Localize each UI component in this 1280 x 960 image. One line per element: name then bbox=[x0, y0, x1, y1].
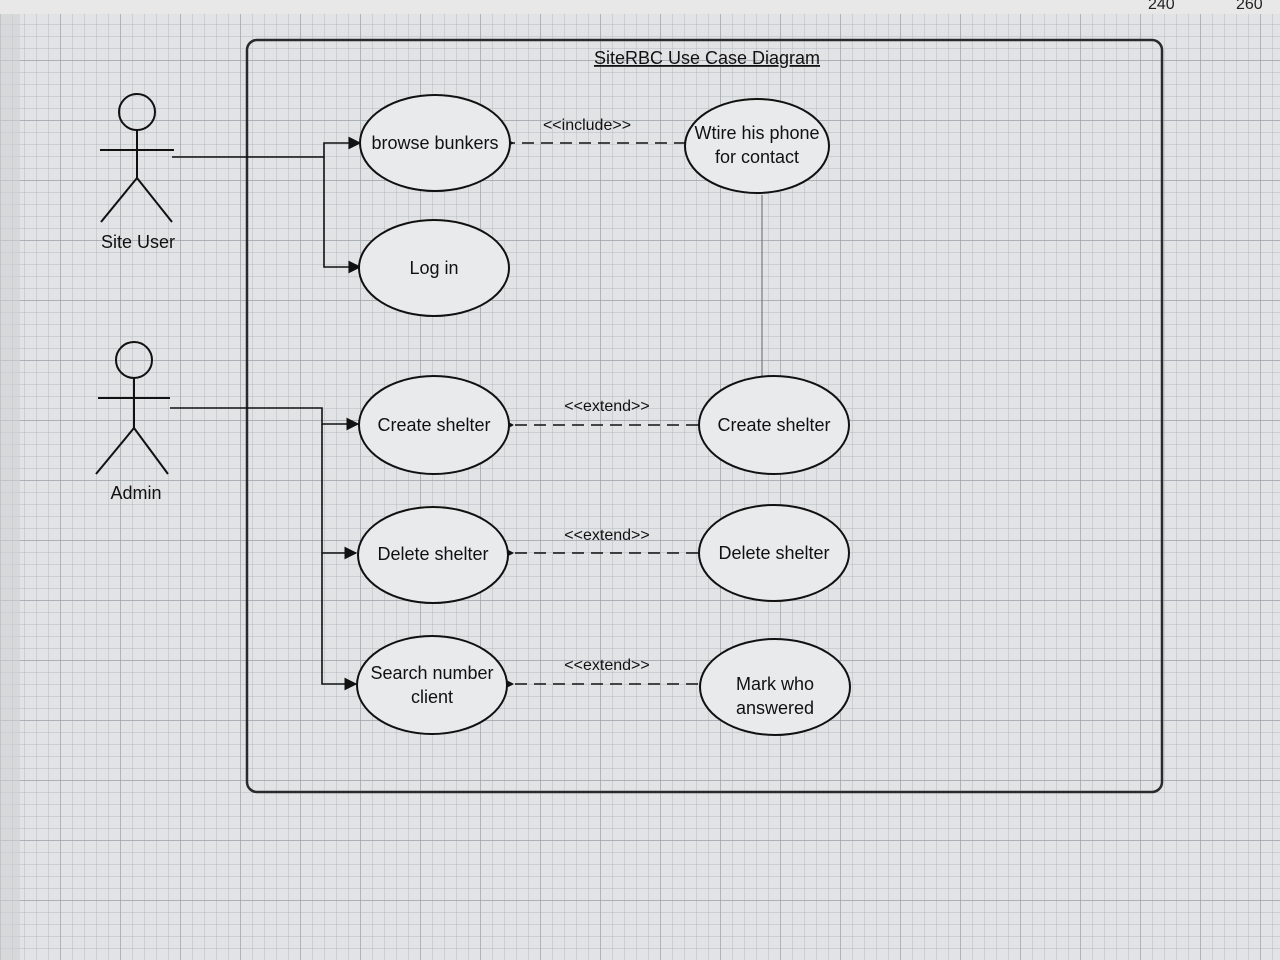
relation-label-extend-search: <<extend>> bbox=[564, 657, 649, 674]
use-case-create-shelter[interactable] bbox=[358, 375, 510, 475]
ruler-tick-260: 260 bbox=[1236, 0, 1263, 13]
use-case-log-in[interactable] bbox=[358, 219, 510, 317]
dependency-lines bbox=[512, 143, 698, 684]
use-case-label: Mark who bbox=[736, 674, 814, 694]
use-case-label: Delete shelter bbox=[718, 543, 829, 563]
use-case-label: Log in bbox=[409, 258, 458, 278]
actor-leg-right bbox=[133, 427, 169, 475]
association-line bbox=[323, 157, 362, 274]
actor-site-user[interactable] bbox=[100, 93, 174, 223]
association-line bbox=[170, 407, 360, 431]
use-case-search-number[interactable] bbox=[356, 635, 508, 735]
use-case-label: Search number bbox=[370, 663, 493, 683]
use-case-write-phone[interactable] bbox=[684, 98, 830, 194]
relation-label-include: <<include>> bbox=[543, 117, 631, 134]
use-case-label: Create shelter bbox=[377, 415, 490, 435]
ruler-tick-240: 240 bbox=[1148, 0, 1175, 13]
diagram-title: SiteRBC Use Case Diagram bbox=[594, 48, 820, 68]
relation-label-extend-create: <<extend>> bbox=[564, 398, 649, 415]
association-site-user bbox=[172, 136, 362, 274]
screen-vignette-left bbox=[0, 0, 20, 960]
use-case-label: client bbox=[411, 687, 453, 707]
association-line bbox=[321, 553, 358, 691]
use-case-create-shelter-ext[interactable] bbox=[698, 375, 850, 475]
actor-leg-left bbox=[95, 427, 135, 475]
use-case-label: browse bunkers bbox=[371, 133, 498, 153]
use-case-label: Create shelter bbox=[717, 415, 830, 435]
use-case-label: answered bbox=[736, 698, 814, 718]
actor-leg-right bbox=[136, 177, 173, 223]
system-boundary[interactable] bbox=[245, 38, 1164, 794]
relation-label-extend-delete: <<extend>> bbox=[564, 527, 649, 544]
use-case-delete-shelter-ext[interactable] bbox=[698, 504, 850, 602]
top-ruler bbox=[0, 0, 1280, 14]
use-case-mark-who[interactable] bbox=[699, 638, 851, 736]
actor-label-admin: Admin bbox=[110, 483, 161, 503]
use-case-label: Delete shelter bbox=[377, 544, 488, 564]
actor-leg-left bbox=[100, 177, 138, 223]
actor-admin[interactable] bbox=[95, 341, 170, 475]
use-case-delete-shelter[interactable] bbox=[357, 506, 509, 604]
use-case-label: Wtire his phone bbox=[694, 123, 819, 143]
association-admin bbox=[170, 407, 360, 691]
association-line bbox=[172, 136, 362, 158]
use-case-browse-bunkers[interactable] bbox=[359, 94, 511, 192]
actor-label-site-user: Site User bbox=[101, 232, 175, 252]
use-case-label: for contact bbox=[715, 147, 799, 167]
